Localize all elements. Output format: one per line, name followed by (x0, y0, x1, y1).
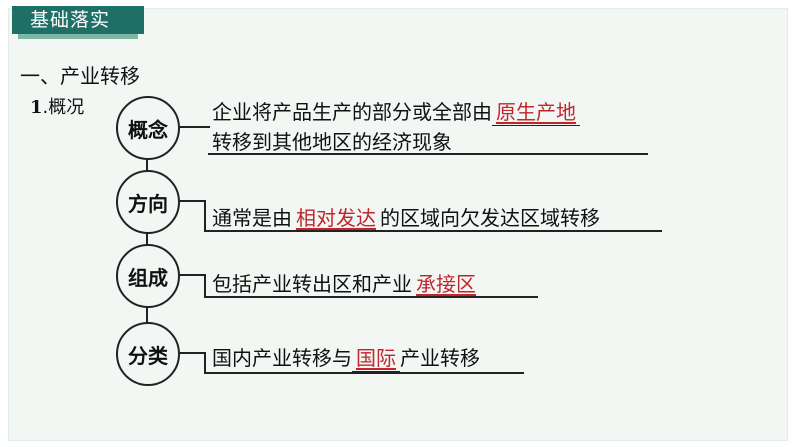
heading: 一、产业转移 (20, 64, 140, 88)
section-tag-label: 基础落实 (30, 9, 111, 31)
composition-underline (204, 296, 538, 298)
category-elbow (204, 352, 206, 372)
direction-connector (180, 200, 206, 202)
direction-line: 通常是由相对发达的区域向欠发达区域转移 (212, 202, 600, 232)
concept-text-before: 企业将产品生产的部分或全部由 (212, 100, 492, 124)
concept-line-1: 企业将产品生产的部分或全部由原生产地 (212, 96, 580, 126)
category-answer: 国际 (352, 342, 400, 372)
section-tag: 基础落实 (12, 6, 144, 39)
concept-underline (208, 153, 648, 155)
concept-answer: 原生产地 (492, 96, 580, 126)
direction-underline (204, 230, 662, 232)
category-text-after: 产业转移 (400, 346, 480, 370)
composition-connector (180, 274, 206, 276)
concept-line-2: 转移到其他地区的经济现象 (212, 126, 452, 155)
direction-text-before: 通常是由 (212, 206, 292, 230)
node-direction: 方向 (116, 170, 180, 234)
node-concept: 概念 (116, 96, 180, 160)
concept-text-line2: 转移到其他地区的经济现象 (212, 130, 452, 154)
composition-elbow (204, 274, 206, 296)
category-text-before: 国内产业转移与 (212, 346, 352, 370)
direction-text-after: 的区域向欠发达区域转移 (380, 206, 600, 230)
sub-heading-number: 1 (30, 97, 43, 118)
category-connector (180, 352, 206, 354)
composition-answer: 承接区 (412, 268, 480, 298)
category-underline (204, 372, 524, 374)
section-tag-bar (12, 6, 144, 34)
node-composition: 组成 (116, 244, 180, 308)
direction-elbow (204, 200, 206, 230)
sub-heading-label: .概况 (42, 97, 85, 118)
category-line: 国内产业转移与国际产业转移 (212, 342, 480, 372)
node-category: 分类 (116, 322, 180, 386)
direction-bracket (180, 200, 206, 230)
sub-heading: 1.概况 (30, 93, 84, 119)
composition-text-before: 包括产业转出区和产业 (212, 272, 412, 296)
concept-connector (180, 126, 210, 128)
section-tag-underline (18, 34, 138, 39)
direction-answer: 相对发达 (292, 202, 380, 232)
composition-line: 包括产业转出区和产业承接区 (212, 268, 480, 298)
diagram-spine (146, 150, 148, 330)
